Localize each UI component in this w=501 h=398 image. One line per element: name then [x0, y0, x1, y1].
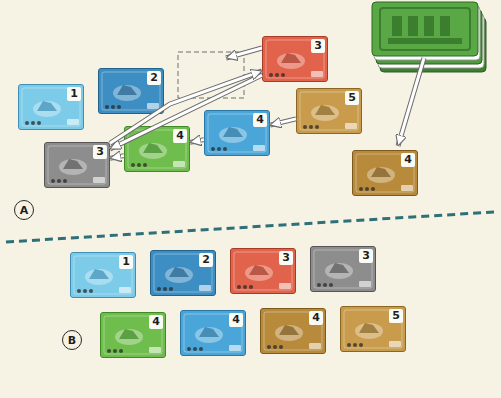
- game-card: 3: [230, 248, 296, 294]
- section-divider: [6, 212, 494, 242]
- section-marker: A: [14, 200, 34, 220]
- arrow-body: [190, 140, 204, 143]
- game-card: 4: [100, 312, 166, 358]
- game-card: 3: [262, 36, 328, 82]
- card-number: 4: [401, 153, 415, 167]
- arrow-body: [270, 119, 296, 125]
- arrow-outline: [270, 119, 296, 125]
- card-number: 4: [173, 129, 187, 143]
- card-number: 5: [389, 309, 403, 323]
- game-card: 5: [296, 88, 362, 134]
- card-number: 4: [229, 313, 243, 327]
- card-number: 3: [279, 251, 293, 265]
- card-number: 3: [359, 249, 373, 263]
- card-deck: [372, 2, 486, 72]
- game-card: 2: [98, 68, 164, 114]
- game-card: 4: [124, 126, 190, 172]
- section-marker: B: [62, 330, 82, 350]
- card-number: 2: [199, 253, 213, 267]
- game-card: 4: [260, 308, 326, 354]
- empty-slot: [178, 52, 244, 98]
- game-card: 5: [340, 306, 406, 352]
- game-card: 3: [44, 142, 110, 188]
- arrow-outline: [110, 156, 124, 159]
- game-card: 1: [18, 84, 84, 130]
- card-number: 2: [147, 71, 161, 85]
- arrow-body: [110, 71, 262, 143]
- game-card: 2: [150, 250, 216, 296]
- card-number: 5: [345, 91, 359, 105]
- card-number: 4: [149, 315, 163, 329]
- game-card: 4: [180, 310, 246, 356]
- card-number: 1: [67, 87, 81, 101]
- move-arrow: [270, 119, 296, 125]
- move-arrow: [190, 140, 204, 143]
- card-number: 4: [309, 311, 323, 325]
- arrow-outline: [190, 140, 204, 143]
- arrow-outline: [110, 75, 262, 149]
- game-card: 4: [352, 150, 418, 196]
- move-arrow: [110, 75, 262, 149]
- move-arrow: [110, 156, 124, 159]
- game-card: 1: [70, 252, 136, 298]
- game-card: 3: [310, 246, 376, 292]
- game-card: 4: [204, 110, 270, 156]
- section-letter: B: [68, 334, 76, 347]
- arrow-body: [110, 156, 124, 159]
- section-letter: A: [20, 204, 29, 217]
- arrow-outline: [110, 71, 262, 143]
- move-arrow: [110, 71, 262, 143]
- card-number: 4: [253, 113, 267, 127]
- card-number: 3: [93, 145, 107, 159]
- card-number: 1: [119, 255, 133, 269]
- arrow-body: [110, 75, 262, 149]
- card-number: 3: [311, 39, 325, 53]
